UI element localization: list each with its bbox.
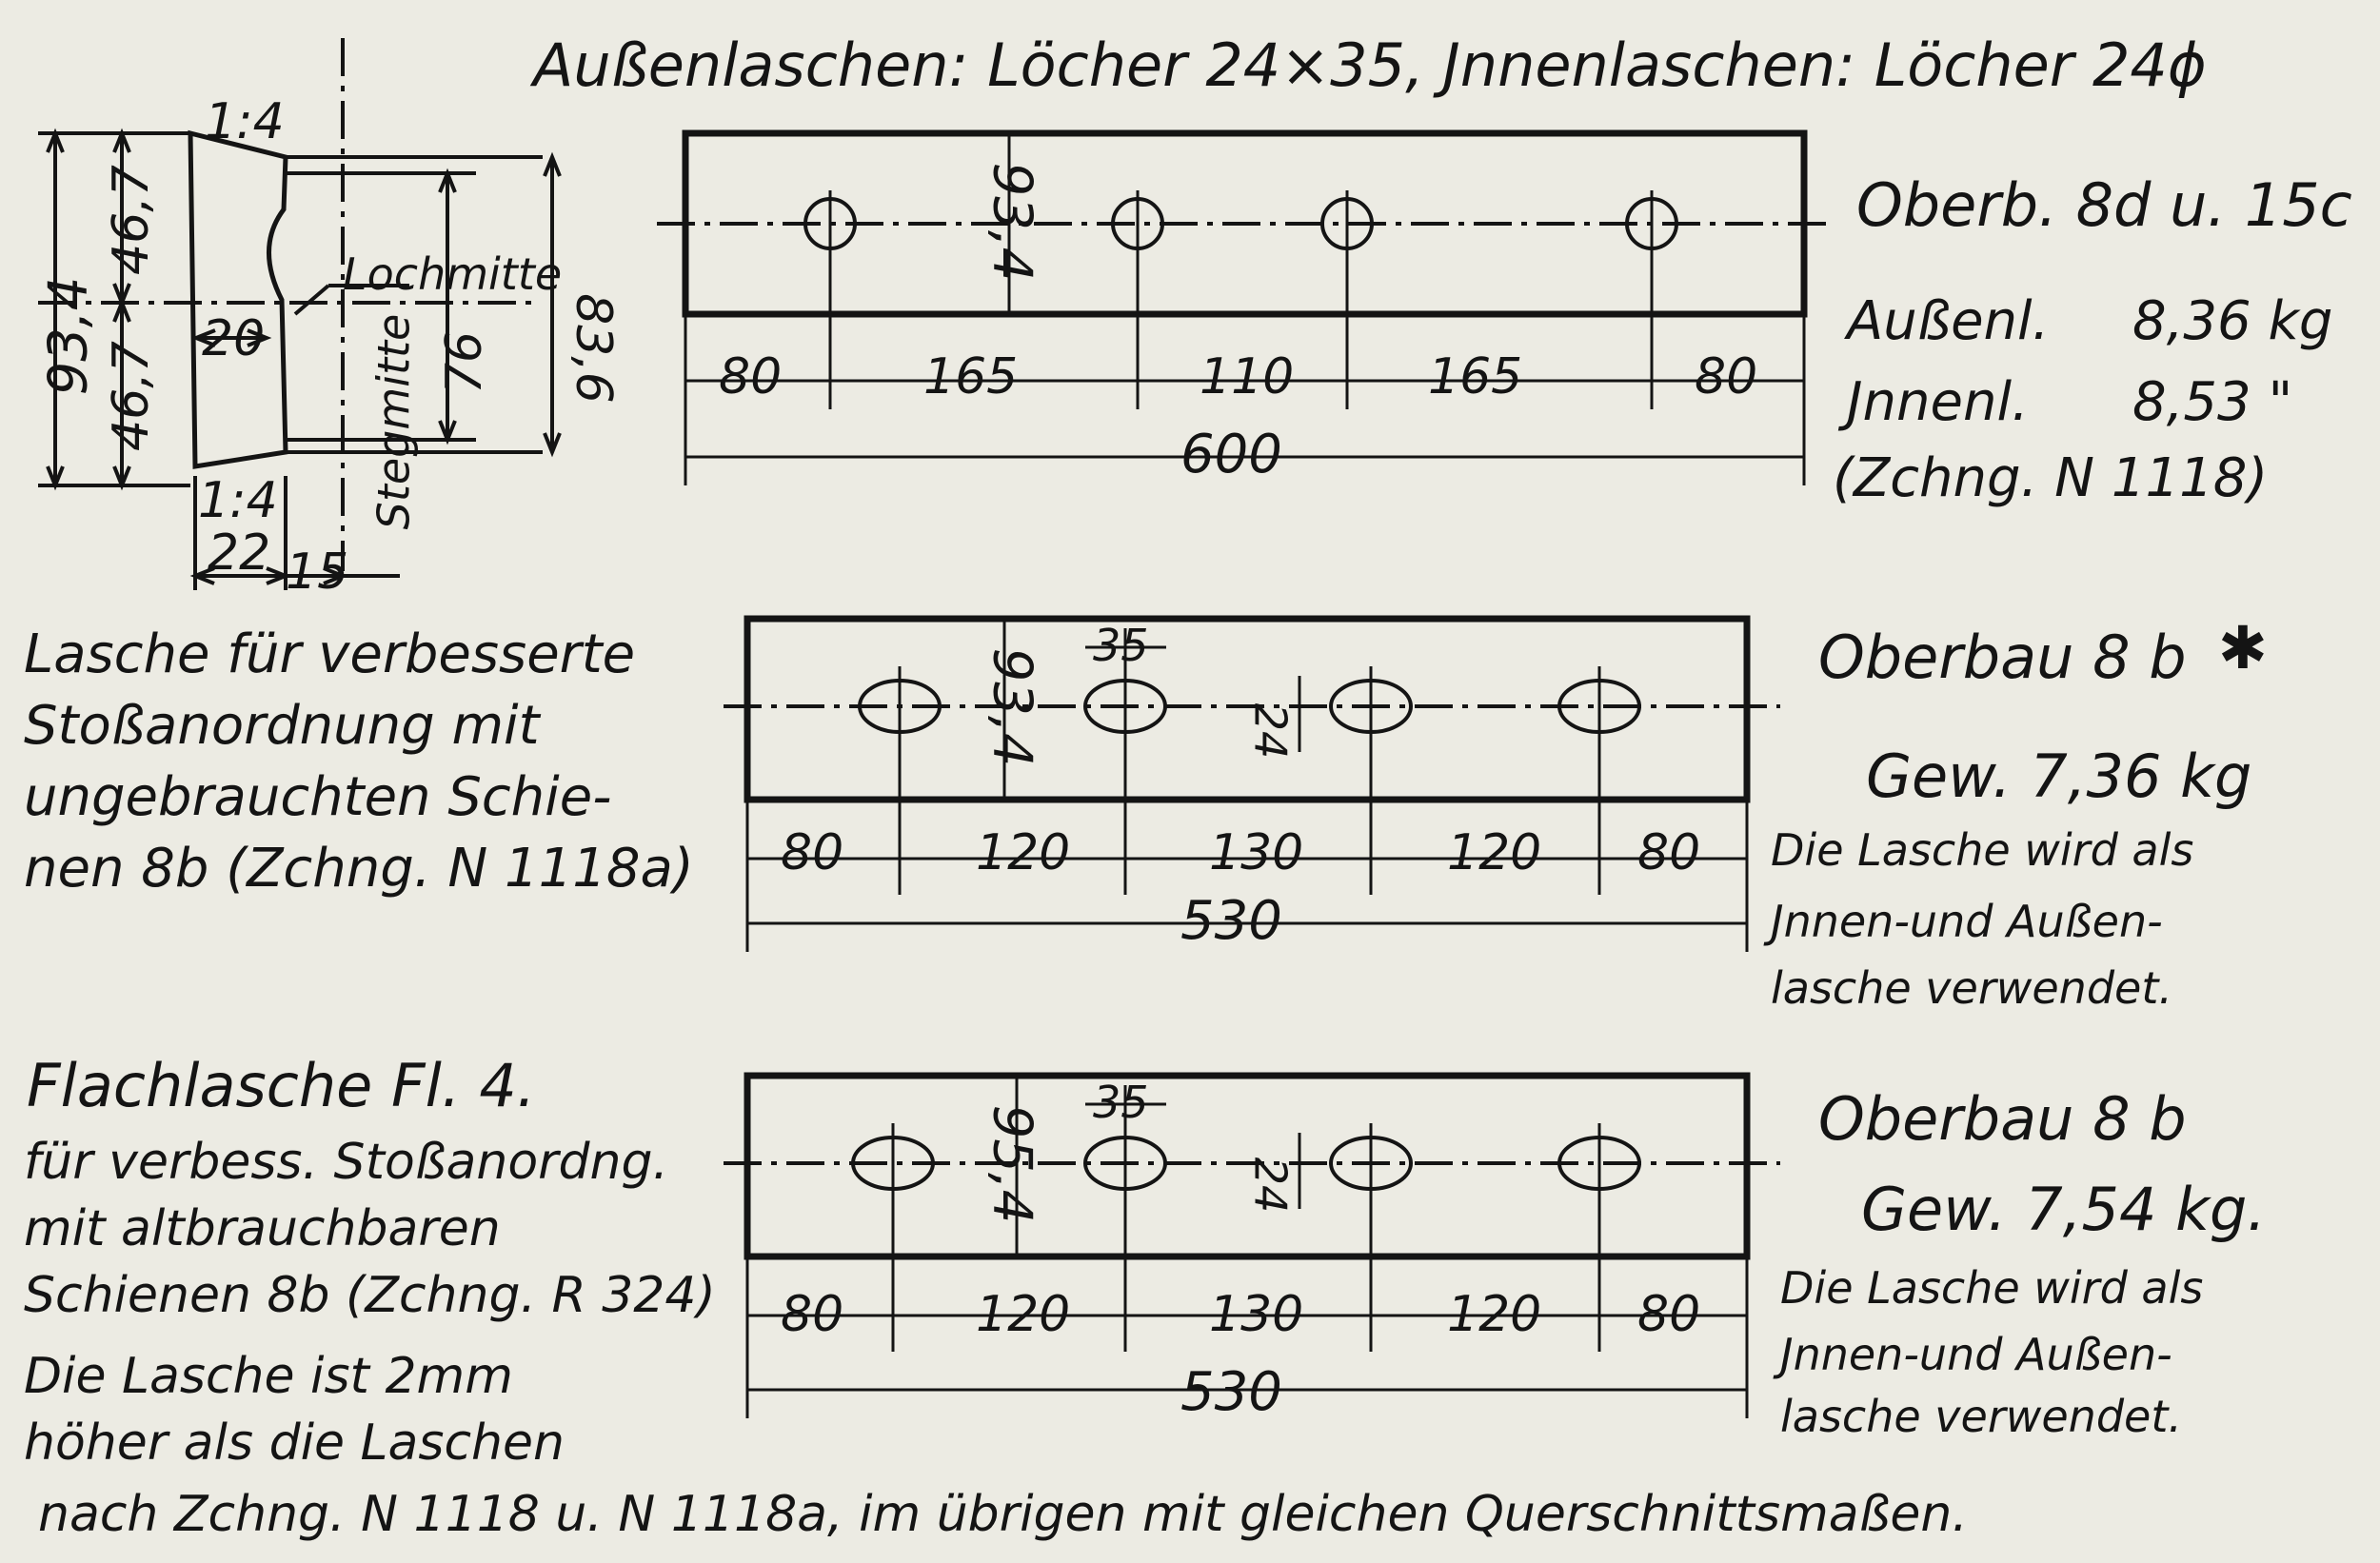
dim-bottom-left: 22	[208, 524, 271, 582]
plate3-desc-4: Die Lasche ist 2mm	[24, 1348, 513, 1405]
plate3-hole-width: 35	[1093, 1077, 1149, 1128]
plate1-drawing-ref: (Zchng. N 1118)	[1833, 447, 2269, 509]
label-hole-center: Lochmitte	[343, 248, 563, 300]
plate1-weight-label-2: Jnnenl.	[1847, 371, 2029, 433]
ratio-bottom: 1:4	[198, 472, 278, 529]
header-text: Außenlaschen: Löcher 24×35, Jnnenlaschen…	[533, 30, 2207, 100]
plate2-spacing-2: 120	[976, 824, 1071, 881]
plate2-spec-title: Oberbau 8 b	[1818, 623, 2187, 692]
plate2-desc-2: Stoßanordnung mit	[24, 695, 540, 757]
plate2-outline	[744, 615, 1751, 803]
plate2-spacing-4: 120	[1447, 824, 1542, 881]
plate2-total: 530	[1180, 890, 1282, 952]
plate3-note-3: lasche verwendet.	[1780, 1391, 2182, 1442]
ratio-top: 1:4	[205, 93, 285, 150]
plate1-weight-value-1: 8,36 kg	[2132, 290, 2333, 352]
plate2-desc-4: nen 8b (Zchng. N 1118a)	[24, 838, 694, 900]
plate1-spacing-5: 80	[1695, 348, 1758, 406]
plate1-total: 600	[1180, 424, 1282, 485]
plate3-spacing-1: 80	[781, 1286, 844, 1343]
plate3-note-2: Jnnen-und Außen-	[1780, 1329, 2172, 1380]
plate3-weight: Gew. 7,54 kg.	[1861, 1175, 2267, 1244]
plate3-spacing-2: 120	[976, 1286, 1071, 1343]
plate3-spacing-3: 130	[1209, 1286, 1304, 1343]
plate3-total: 530	[1180, 1361, 1282, 1423]
plate3-spacing-5: 80	[1637, 1286, 1701, 1343]
plate2-height: 93,4	[981, 647, 1043, 767]
plate1-weight-value-2: 8,53 "	[2132, 371, 2293, 433]
plate3-title: Flachlasche Fl. 4.	[27, 1051, 536, 1120]
plate2-note-1: Die Lasche wird als	[1771, 824, 2194, 876]
plate1-height: 93,4	[981, 162, 1043, 282]
plate2-hole-width: 35	[1093, 620, 1149, 671]
plate2-desc-3: ungebrauchten Schie-	[24, 766, 612, 828]
plate3-desc-1: für verbess. Stoßanordng.	[24, 1134, 669, 1191]
plate1-spacing-2: 165	[923, 348, 1019, 406]
plate2-spacing-1: 80	[781, 824, 844, 881]
plate2-desc-1: Lasche für verbesserte	[24, 623, 636, 685]
plate2-note-3: lasche verwendet.	[1771, 962, 2172, 1014]
plate2-weight: Gew. 7,36 kg	[1866, 742, 2252, 811]
plate3-hole-height: 24	[1244, 1157, 1297, 1214]
plate3-desc-3: Schienen 8b (Zchng. R 324)	[24, 1267, 716, 1324]
plate3-desc-6: nach Zchng. N 1118 u. N 1118a, im übrige…	[38, 1486, 1968, 1543]
plate2-spacing-5: 80	[1637, 824, 1701, 881]
dim-bottom-right: 15	[286, 544, 349, 601]
plate2-spec-mark: ✱	[2218, 613, 2268, 683]
plate1-spec-title: Oberb. 8d u. 15c	[1856, 170, 2352, 240]
plate3-outline	[744, 1072, 1751, 1260]
plate2-note-2: Jnnen-und Außen-	[1771, 896, 2163, 947]
plate3-desc-5: höher als die Laschen	[24, 1415, 565, 1472]
plate3-note-1: Die Lasche wird als	[1780, 1262, 2204, 1314]
plate2-hole-height: 24	[1244, 702, 1297, 760]
plate3-spacing-4: 120	[1447, 1286, 1542, 1343]
dim-web: 20	[202, 310, 266, 367]
plate1-weight-label-1: Außenl.	[1847, 290, 2050, 352]
plate3-height: 95,4	[981, 1104, 1043, 1224]
plate1-spacing-3: 110	[1200, 348, 1295, 406]
plate2-spacing-3: 130	[1209, 824, 1304, 881]
plate3-spec-title: Oberbau 8 b	[1818, 1084, 2187, 1154]
plate1-spacing-1: 80	[719, 348, 783, 406]
plate1-spacing-4: 165	[1428, 348, 1523, 406]
plate3-desc-2: mit altbrauchbaren	[24, 1200, 501, 1257]
lasche-profile	[188, 129, 288, 469]
